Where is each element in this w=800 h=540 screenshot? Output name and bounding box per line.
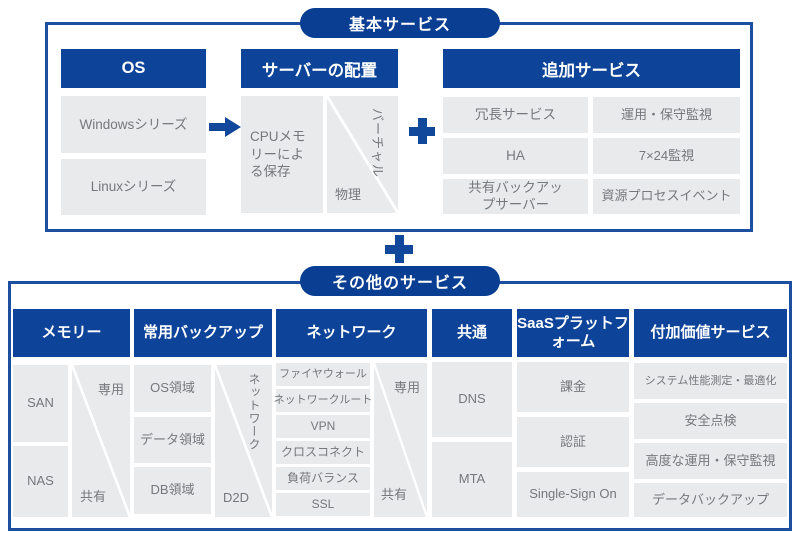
backup-cell-os-area: OS領域	[134, 365, 211, 412]
common-header: 共通	[432, 309, 512, 357]
additional-cell-ha: HA	[443, 138, 588, 174]
saas-cell-billing: 課金	[517, 362, 629, 412]
arrow-right-icon	[209, 117, 241, 137]
additional-cell-shared-backup: 共有バックアップサーバー	[443, 179, 588, 214]
shared-label: 共有	[381, 487, 408, 502]
backup-cell-db-area: DB領域	[134, 467, 211, 514]
value-cell-advanced-ops: 高度な運用・保守監視	[634, 443, 787, 479]
os-header: OS	[61, 49, 206, 88]
os-cell-linux: Linuxシリーズ	[61, 159, 206, 215]
common-cell-mta: MTA	[432, 442, 512, 517]
backup-header: 常用バックアップ	[134, 309, 272, 357]
network-cell-cross-connect: クロスコネクト	[276, 441, 370, 464]
memory-cell-nas: NAS	[13, 446, 68, 517]
saas-cell-sso: Single-Sign On	[517, 472, 629, 517]
additional-cell-7x24: 7×24監視	[593, 138, 740, 174]
physical-label: 物理	[335, 187, 362, 202]
additional-cell-redundant: 冗長サービス	[443, 97, 588, 133]
os-cell-windows: Windowsシリーズ	[61, 96, 206, 153]
dedicated-label: 専用	[97, 382, 124, 397]
value-cell-performance: システム性能測定・最適化	[634, 363, 787, 399]
virtual-label: バーチャル	[370, 108, 385, 178]
basic-services-pill: 基本サービス	[300, 8, 500, 38]
network-cell-ssl: SSL	[276, 493, 370, 516]
additional-services-header: 追加サービス	[443, 49, 740, 88]
server-placement-header: サーバーの配置	[241, 49, 398, 88]
network-dedicated-shared-cell: 専用 共有	[374, 363, 427, 517]
plus-icon	[409, 118, 435, 144]
plus-icon-connector	[385, 235, 413, 263]
saas-cell-auth: 認証	[517, 417, 629, 467]
network-cell-vpn: VPN	[276, 415, 370, 438]
saas-platform-header: SaaSプラットフォーム	[517, 309, 629, 357]
other-services-pill: その他のサービス	[300, 266, 500, 296]
server-virtual-physical-cell: バーチャル 物理	[327, 96, 398, 213]
shared-label: 共有	[80, 489, 107, 504]
additional-cell-ops-monitoring: 運用・保守監視	[593, 97, 740, 133]
dedicated-label: 専用	[393, 380, 420, 395]
network-cell-firewall: ファイヤウォール	[276, 363, 370, 386]
value-cell-security-check: 安全点検	[634, 403, 787, 439]
server-storage-cell: CPUメモリーによる保存	[241, 96, 323, 213]
backup-network-d2d-cell: ネットワーク D2D	[215, 365, 272, 517]
memory-dedicated-shared-cell: 専用 共有	[72, 365, 130, 517]
additional-cell-resource-process: 資源プロセスイベント	[593, 179, 740, 214]
memory-cell-san: SAN	[13, 365, 68, 442]
memory-header: メモリー	[13, 309, 130, 357]
network-header: ネットワーク	[276, 309, 427, 357]
d2d-label: D2D	[223, 490, 250, 505]
common-cell-dns: DNS	[432, 362, 512, 437]
network-label: ネットワーク	[247, 373, 261, 451]
network-cell-network-route: ネットワークルート	[274, 389, 372, 412]
value-added-header: 付加価値サービス	[634, 309, 787, 357]
backup-cell-data-area: データ領域	[134, 417, 211, 463]
value-cell-data-backup: データバックアップ	[634, 483, 787, 517]
network-cell-load-balance: 負荷バランス	[276, 467, 370, 490]
